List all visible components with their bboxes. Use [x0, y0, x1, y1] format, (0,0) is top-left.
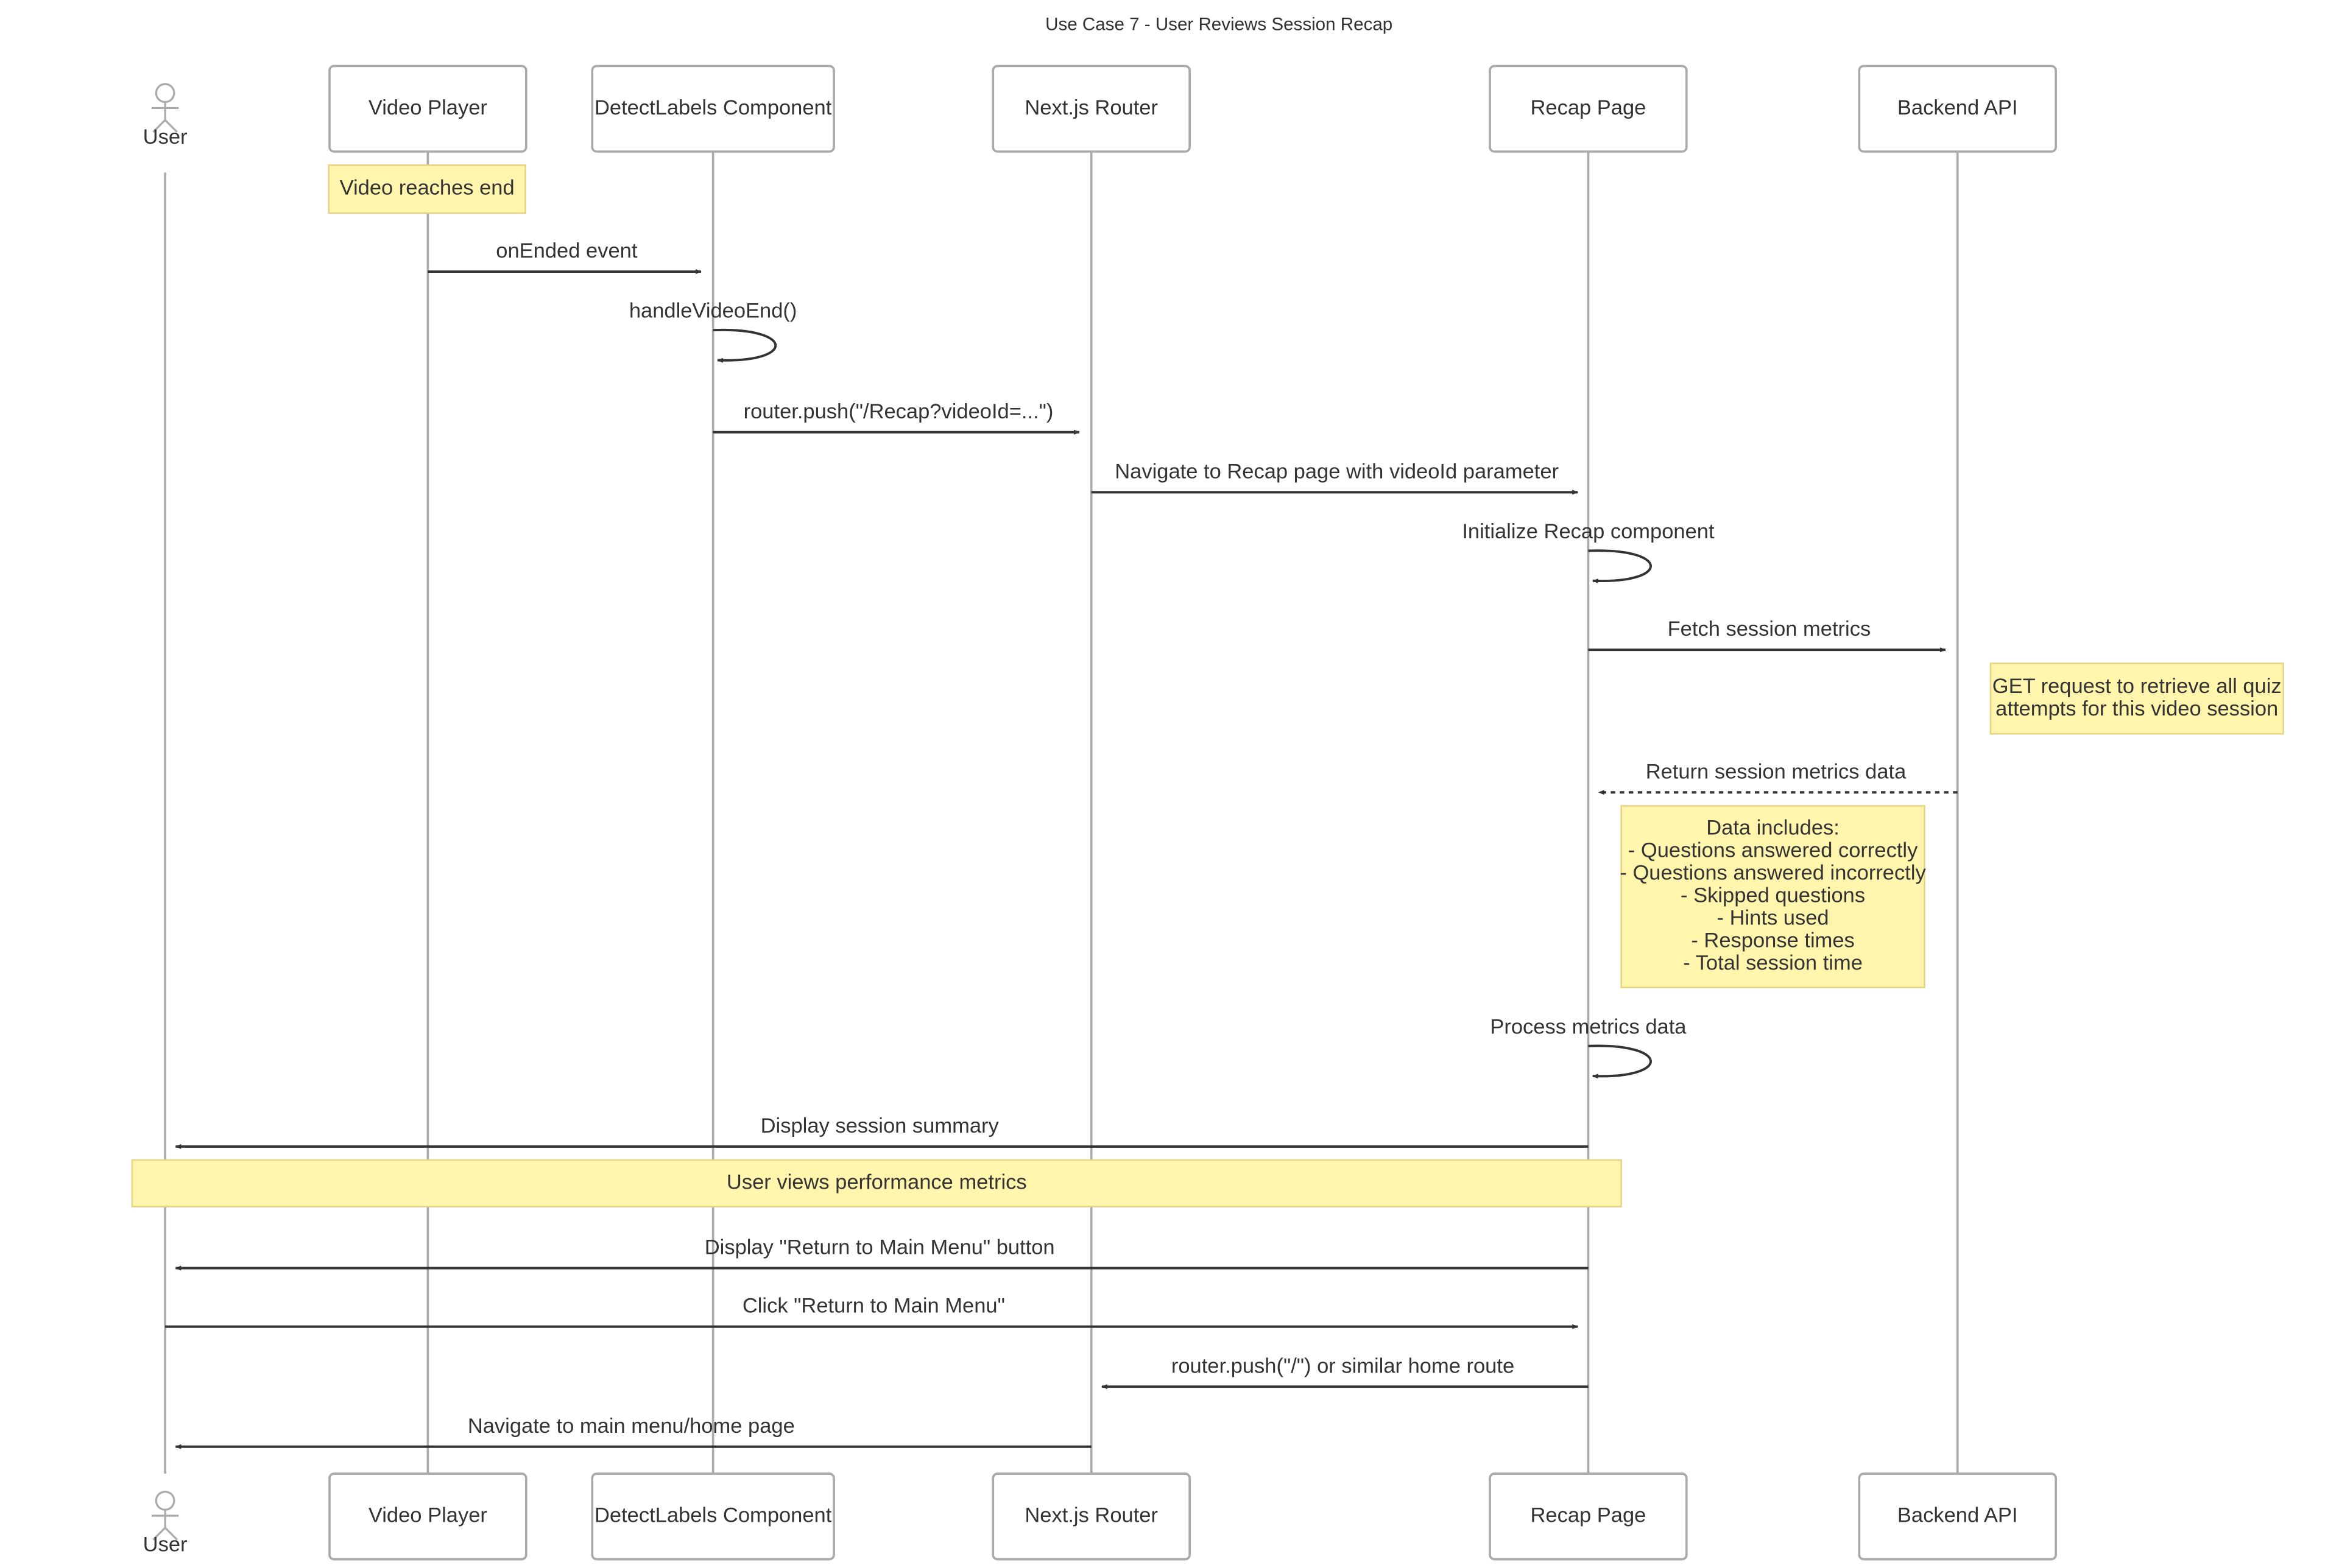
message-label: Click "Return to Main Menu"	[743, 1295, 1005, 1318]
note-text: GET request to retrieve all quiz	[1992, 675, 2282, 698]
participant-box	[1858, 65, 2057, 153]
message-label: Navigate to main menu/home page	[468, 1415, 795, 1438]
note-box	[1620, 805, 1925, 988]
participant-box	[1489, 65, 1688, 153]
self-message-arrow	[1588, 1044, 1652, 1079]
message-label: Process metrics data	[1490, 1015, 1687, 1038]
user-actor-icon	[151, 1491, 179, 1541]
participant-box	[591, 65, 835, 153]
message-label: router.push("/Recap?videoId=...")	[744, 400, 1054, 423]
message-label: Navigate to Recap page with videoId para…	[1115, 460, 1559, 483]
participant-label-bottom: DetectLabels Component	[594, 1503, 832, 1527]
participant-label-bottom: Recap Page	[1530, 1503, 1646, 1527]
participant-box	[1489, 1472, 1688, 1561]
participant-label-bottom: Video Player	[369, 1503, 487, 1527]
participant-box	[992, 65, 1191, 153]
participant-label-top: Next.js Router	[1025, 96, 1158, 119]
message-label: Initialize Recap component	[1462, 520, 1715, 543]
participant-box	[328, 1472, 527, 1561]
message-label: Return session metrics data	[1646, 760, 1907, 783]
note-text: attempts for this video session	[1995, 697, 2278, 720]
note-text: Data includes:	[1706, 817, 1840, 840]
note-box	[328, 164, 526, 214]
note-text: - Questions answered incorrectly	[1620, 862, 1926, 885]
participant-label-top: Recap Page	[1530, 96, 1646, 119]
message-label: router.push("/") or similar home route	[1171, 1354, 1514, 1377]
participant-label-top: Video Player	[369, 96, 487, 119]
note-text: - Response times	[1691, 929, 1854, 952]
message-label: Display "Return to Main Menu" button	[705, 1236, 1055, 1259]
message-label: onEnded event	[496, 239, 638, 262]
participant-box	[591, 1472, 835, 1561]
message-label: Fetch session metrics	[1668, 617, 1871, 641]
actor-label-top: User	[143, 125, 188, 149]
note-text: - Hints used	[1717, 907, 1829, 930]
note-text: Video reaches end	[340, 177, 515, 200]
note-text: - Questions answered correctly	[1628, 839, 1918, 862]
message-label: Display session summary	[761, 1114, 1000, 1137]
note-text: User views performance metrics	[727, 1170, 1027, 1194]
participant-box	[328, 65, 527, 153]
participant-label-bottom: Backend API	[1897, 1503, 2018, 1527]
self-message-arrow	[1588, 549, 1652, 584]
user-actor-icon	[151, 83, 179, 133]
diagram-title: Use Case 7 - User Reviews Session Recap	[1045, 15, 1392, 35]
self-message-arrow	[713, 328, 777, 363]
note-box	[131, 1159, 1622, 1208]
note-box	[1989, 663, 2284, 735]
participant-box	[992, 1472, 1191, 1561]
participant-label-top: Backend API	[1897, 96, 2018, 119]
message-label: handleVideoEnd()	[629, 300, 797, 323]
participant-box	[1858, 1472, 2057, 1561]
note-text: - Skipped questions	[1681, 884, 1865, 907]
actor-label-bottom: User	[143, 1533, 188, 1556]
participant-label-top: DetectLabels Component	[594, 96, 832, 119]
note-text: - Total session time	[1683, 952, 1863, 975]
participant-label-bottom: Next.js Router	[1025, 1503, 1158, 1527]
